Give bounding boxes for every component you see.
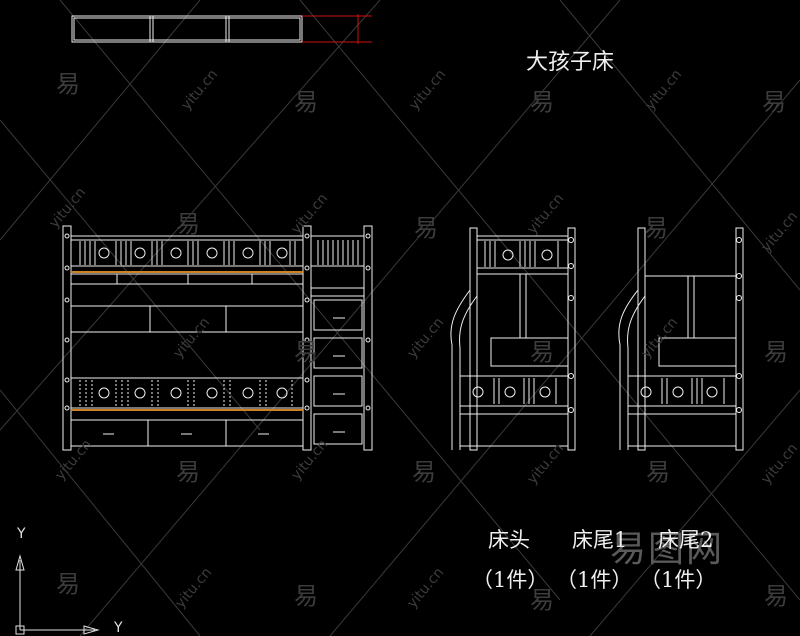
slat-bars (71, 271, 303, 411)
watermark-glyph: 易 (56, 70, 80, 98)
label-footboard-1: 床尾1 (572, 528, 628, 552)
watermark-glyph: 易 (294, 582, 318, 610)
watermark-glyph: 易 (412, 458, 436, 486)
bed-foot-view (618, 227, 744, 451)
watermark-glyph: 易 (414, 214, 438, 242)
watermark-glyph: 易 (56, 570, 80, 598)
ucs-icon (15, 554, 100, 635)
watermark-glyph: 易 (530, 586, 554, 614)
watermark-glyph: 易 (294, 88, 318, 116)
bed-head-view (450, 227, 576, 451)
watermark-glyph: 易 (176, 210, 200, 238)
bed-top-view (71, 15, 303, 43)
drawing-title: 大孩子床 (526, 50, 615, 75)
dimension-line (302, 14, 372, 44)
watermark-glyph: 易 (762, 88, 786, 116)
count-headboard: （1件） (472, 568, 549, 592)
watermark-glyph: 易 (176, 458, 200, 486)
bed-front-elevation (62, 225, 373, 451)
count-footboard-2: （1件） (640, 568, 717, 592)
watermark-glyph: 易 (644, 214, 668, 242)
count-footboard-1: （1件） (556, 568, 633, 592)
ucs-x-label: Y (114, 620, 123, 636)
watermark-glyph: 易 (294, 338, 318, 366)
ucs-y-label: Y (17, 526, 26, 542)
label-headboard: 床头 (488, 528, 530, 552)
watermark-glyph: 易 (530, 88, 554, 116)
watermark-glyph: 易 (530, 338, 554, 366)
watermark-logo: 易图网 (610, 529, 725, 570)
watermark-glyph: 易 (646, 458, 670, 486)
watermark-glyph: 易 (764, 338, 788, 366)
label-footboard-2: 床尾2 (658, 528, 714, 552)
watermark-glyph: 易 (764, 582, 788, 610)
